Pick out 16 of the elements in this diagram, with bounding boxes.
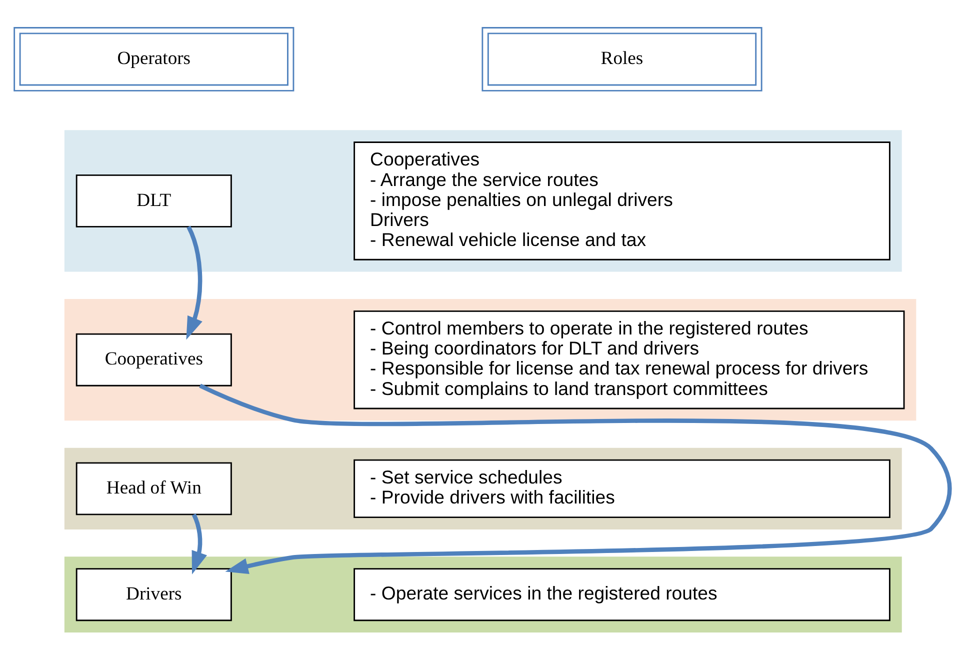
cluster [64, 447, 902, 529]
arrow [199, 383, 952, 574]
node-box: DLT [76, 174, 232, 227]
cluster [64, 130, 902, 272]
arrow [192, 513, 207, 574]
node-box: - Operate services in the registered routes [354, 568, 890, 621]
arrow [186, 225, 202, 340]
node-box: Roles [482, 26, 762, 91]
node-box: Drivers [76, 568, 232, 621]
node-box: Cooperatives [76, 332, 232, 386]
cluster [64, 298, 916, 420]
node-box: Operators [14, 26, 294, 91]
node-box: Head of Win [76, 462, 232, 515]
node-box: - Control members to operate in the registered routes - Being coordinators for DLT and drivers - Responsible for license and tax renewal process for drivers - Submit complains to land transport committees [354, 310, 905, 409]
node-box: Cooperatives - Arrange the service routes - impose penalties on unlegal drivers Drivers - Renewal vehicle license and tax [354, 141, 890, 260]
node-box: - Set service schedules - Provide drivers with facilities [354, 458, 890, 518]
